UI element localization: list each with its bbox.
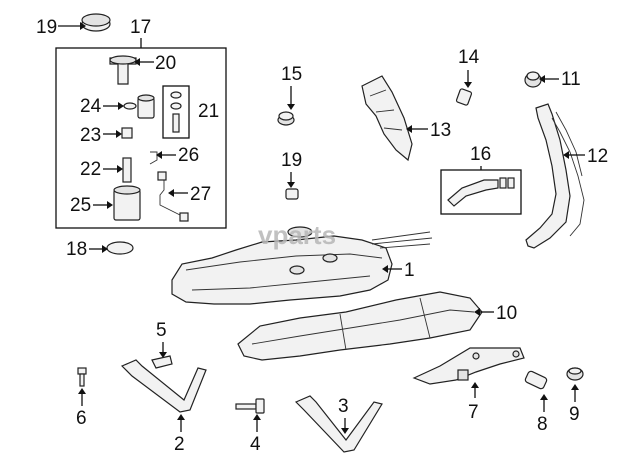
arrow-20 (134, 58, 140, 66)
arrow-19-top (80, 22, 86, 30)
callout-2: 2 (174, 434, 185, 455)
part-19-gasket-top (81, 13, 111, 32)
part-16-hose (447, 177, 515, 207)
callout-18: 18 (66, 239, 87, 260)
arrow-13 (406, 125, 412, 133)
callout-13: 13 (430, 120, 451, 141)
arrow-9 (571, 384, 579, 390)
part-22-rod (122, 157, 132, 183)
callout-6: 6 (76, 408, 87, 429)
part-27-sender (159, 174, 187, 219)
part-4-bolt (235, 398, 265, 414)
part-1-fuel-tank (171, 226, 433, 305)
arrow-18 (102, 245, 108, 253)
callout-25: 25 (70, 195, 91, 216)
callout-20: 20 (155, 53, 176, 74)
callout-1: 1 (404, 260, 415, 281)
part-7-protector-bracket (412, 347, 525, 385)
arrow-22 (117, 165, 123, 173)
arrow-27 (168, 189, 174, 197)
part-5-bracket (151, 355, 173, 369)
part-19-clip-mid (285, 188, 299, 200)
arrow-4 (253, 414, 261, 420)
callout-12: 12 (587, 146, 608, 167)
callout-11: 11 (561, 69, 581, 90)
part-2-tank-strap (120, 359, 207, 413)
arrow-24 (118, 102, 124, 110)
arrow-6 (78, 388, 86, 394)
part-20-pump-bracket (109, 55, 137, 85)
part-14-valve (455, 88, 473, 106)
part-27-connector-b (179, 212, 189, 222)
callout-16: 16 (470, 144, 491, 165)
part-9-plug (566, 367, 584, 381)
arrow-2 (177, 414, 185, 420)
part-24-o-ring (123, 102, 137, 110)
callout-3: 3 (338, 396, 349, 417)
arrow-7 (471, 382, 479, 388)
callout-19-mid: 19 (281, 150, 302, 171)
arrow-5 (159, 352, 167, 358)
part-15-grommet (277, 111, 295, 126)
part-21-box (162, 85, 190, 139)
callout-7: 7 (468, 402, 479, 423)
callout-5: 5 (156, 320, 167, 341)
callout-24: 24 (80, 96, 102, 117)
part-21-bolt (172, 113, 180, 133)
callout-22: 22 (80, 159, 101, 180)
arrow-10 (474, 308, 480, 316)
callout-15: 15 (281, 64, 302, 85)
watermark: vparts (258, 220, 336, 250)
part-12-filler-pipe (525, 103, 585, 249)
part-26-wire (149, 151, 158, 165)
part-25-pump-module (113, 185, 141, 221)
arrow-8 (540, 394, 548, 400)
callout-27: 27 (190, 184, 211, 205)
callout-10: 10 (496, 303, 517, 324)
part-27-connector-a (157, 171, 167, 181)
arrow-26 (156, 151, 162, 159)
callout-8: 8 (537, 414, 548, 435)
arrow-3 (341, 428, 349, 434)
part-8-bushing (524, 370, 548, 390)
arrow-23 (116, 130, 122, 138)
part-18-gasket (106, 241, 134, 255)
arrow-11 (539, 75, 545, 83)
callout-26: 26 (178, 145, 199, 166)
part-11-cap (524, 71, 542, 88)
callout-17: 17 (130, 17, 151, 38)
part-fuel-filter-cup (137, 94, 155, 119)
callout-21: 21 (198, 101, 219, 122)
part-21-ring-a (170, 91, 182, 99)
part-23-clip (121, 127, 133, 139)
callout-4: 4 (250, 434, 261, 455)
callout-14: 14 (458, 47, 480, 68)
part-13-heat-shield (361, 75, 413, 162)
callout-9: 9 (569, 404, 580, 425)
part-3-tank-strap (294, 395, 383, 453)
arrow-19-mid (287, 182, 295, 188)
part-21-ring-b (170, 102, 182, 110)
part-6-bolt (77, 367, 87, 387)
callout-19-top: 19 (36, 17, 57, 38)
part-16-box (440, 169, 522, 215)
part-10-skid-plate (237, 291, 483, 361)
arrow-14 (464, 82, 472, 88)
arrow-12 (563, 151, 569, 159)
callout-23: 23 (80, 125, 101, 146)
arrow-15 (287, 104, 295, 110)
arrow-1 (382, 265, 388, 273)
fuel-pump-assembly-box (55, 47, 227, 229)
arrow-25 (107, 201, 113, 209)
